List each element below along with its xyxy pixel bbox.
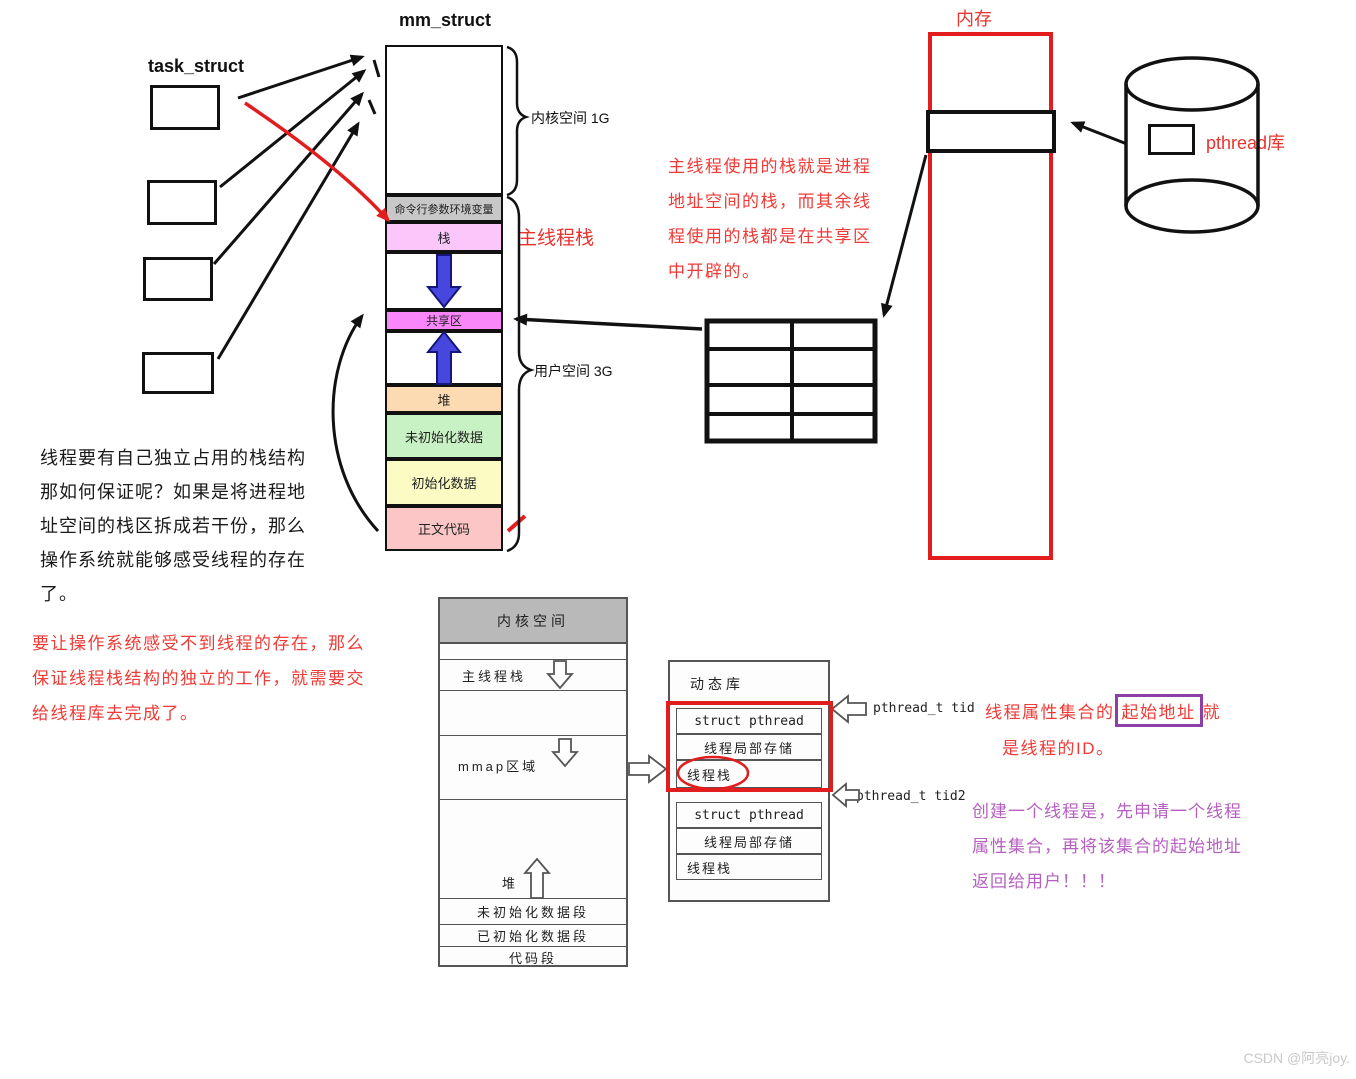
dynlib-g2-tls: 线程局部存储 [676,828,822,854]
kernel-space-brace [506,45,530,197]
scan-line-3 [438,735,628,736]
start-address-boxed: 起始地址 [1114,694,1203,727]
dynlib-g2-struct-pthread: struct pthread [676,802,822,828]
tid1-left-arrow [830,694,867,724]
note-black-line1: 线程要有自己独立占用的栈结构 [40,448,306,468]
mmap-to-dynlib-arrow [628,754,668,784]
note-black-line3: 址空间的栈区拆成若干份，那么 [40,516,306,536]
mm-init-band: 初始化数据 [385,459,503,506]
note-purple-line1: 创建一个线程是，先申请一个线程 [972,802,1242,821]
scan-heap-label: 堆 [502,876,519,891]
scan-line-7 [438,946,628,947]
scan-uninit-seg-label: 未初始化数据段 [476,905,589,920]
mm-code-band: 正文代码 [385,506,503,551]
loaded-library-block [926,110,1056,153]
dynlib-g1-struct-pthread: struct pthread [676,708,822,734]
note-purple-line2: 属性集合，再将该集合的起始地址 [972,837,1242,856]
note-black-line5: 了。 [40,584,78,604]
note-red-left-line2: 保证线程栈结构的独立的工作，就需要交 [32,669,365,688]
task-struct-box-2 [147,180,217,225]
curved-arrow-to-shared [331,313,380,533]
memory-to-grid-arrow [880,154,928,318]
memory-rect [928,32,1053,560]
scan-line-6 [438,924,628,925]
scan-kernel-space-header: 内核空间 [438,597,628,644]
note-red-mid-line2: 地址空间的栈，而其余线 [668,192,872,211]
task-struct-label: task_struct [148,56,245,76]
scan-line-5 [438,898,628,899]
thread-stack-grid [704,318,878,444]
note-red-left-line3: 给线程库去完成了。 [32,704,199,723]
task-to-mm-arrows [212,54,381,360]
note-red-mid-line4: 中开辟的。 [668,262,761,281]
scan-mmap-area-label: mmap区域 [458,759,539,774]
mm-struct-label: mm_struct [399,10,492,30]
note-purple-line3: 返回给用户！！！ [972,872,1116,891]
process-address-space-scan [438,597,628,967]
task-struct-box-1 [150,85,220,130]
main-thread-stack-label: 主线程栈 [518,228,595,249]
scan-line-4 [438,799,628,800]
mm-heap-grow-gap [385,331,503,385]
disk-to-memory-arrow [1070,121,1128,146]
grid-to-shared-arrow [513,313,703,331]
note-red-right-suffix: 就 [1202,703,1221,722]
scan-line-2 [438,690,628,691]
scan-init-seg-label: 已初始化数据段 [476,929,589,944]
note-red-right-prefix: 线程属性集合的 [985,703,1115,722]
mm-stack-grow-gap [385,252,503,310]
pthread-tid1-label: pthread_t tid [873,701,975,716]
note-red-mid-line3: 程使用的栈都是在共享区 [668,227,872,246]
task-struct-box-3 [143,257,213,301]
mm-kernel-area [385,45,503,195]
csdn-watermark: CSDN @阿亮joy. [1243,1050,1350,1066]
pthread-tid2-label: pthread_t tid2 [856,789,966,804]
dynlib-g1-tls: 线程局部存储 [676,734,822,760]
task-struct-box-4 [142,352,214,394]
scan-line-1 [438,659,628,660]
note-red-left-line1: 要让操作系统感受不到线程的存在，那么 [32,634,365,653]
scan-code-seg-label: 代码段 [508,951,557,966]
pthread-lib-label: pthread库 [1206,133,1286,153]
memory-label: 内存 [956,9,992,29]
pthread-lib-file-box [1148,124,1195,155]
mm-shared-band: 共享区 [385,310,503,331]
red-tick [506,514,527,533]
scan-main-thread-stack-label: 主线程栈 [462,669,527,684]
note-red-right-line2: 是线程的ID。 [1002,739,1115,758]
mm-cmdline-band: 命令行参数环境变量 [385,195,503,222]
dynamic-library-title: 动态库 [690,676,744,692]
thread-attr-group-red-box [666,701,833,792]
user-space-brace-label: 用户空间 3G [534,363,613,379]
note-red-right-line1: 线程属性集合的起始地址就 [985,694,1221,727]
dynlib-g2-thread-stack: 线程栈 [676,854,822,880]
red-arrow-to-stack [244,101,391,223]
note-black-line2: 那如何保证呢？如果是将进程地 [40,482,306,502]
mm-uninit-band: 未初始化数据 [385,413,503,459]
kernel-space-brace-label: 内核空间 1G [531,110,610,126]
note-black-line4: 操作系统就能够感受线程的存在 [40,550,306,570]
mm-stack-band: 栈 [385,222,503,252]
mm-heap-band: 堆 [385,385,503,413]
note-red-mid-line1: 主线程使用的栈就是进程 [668,157,872,176]
user-space-brace [506,195,535,553]
